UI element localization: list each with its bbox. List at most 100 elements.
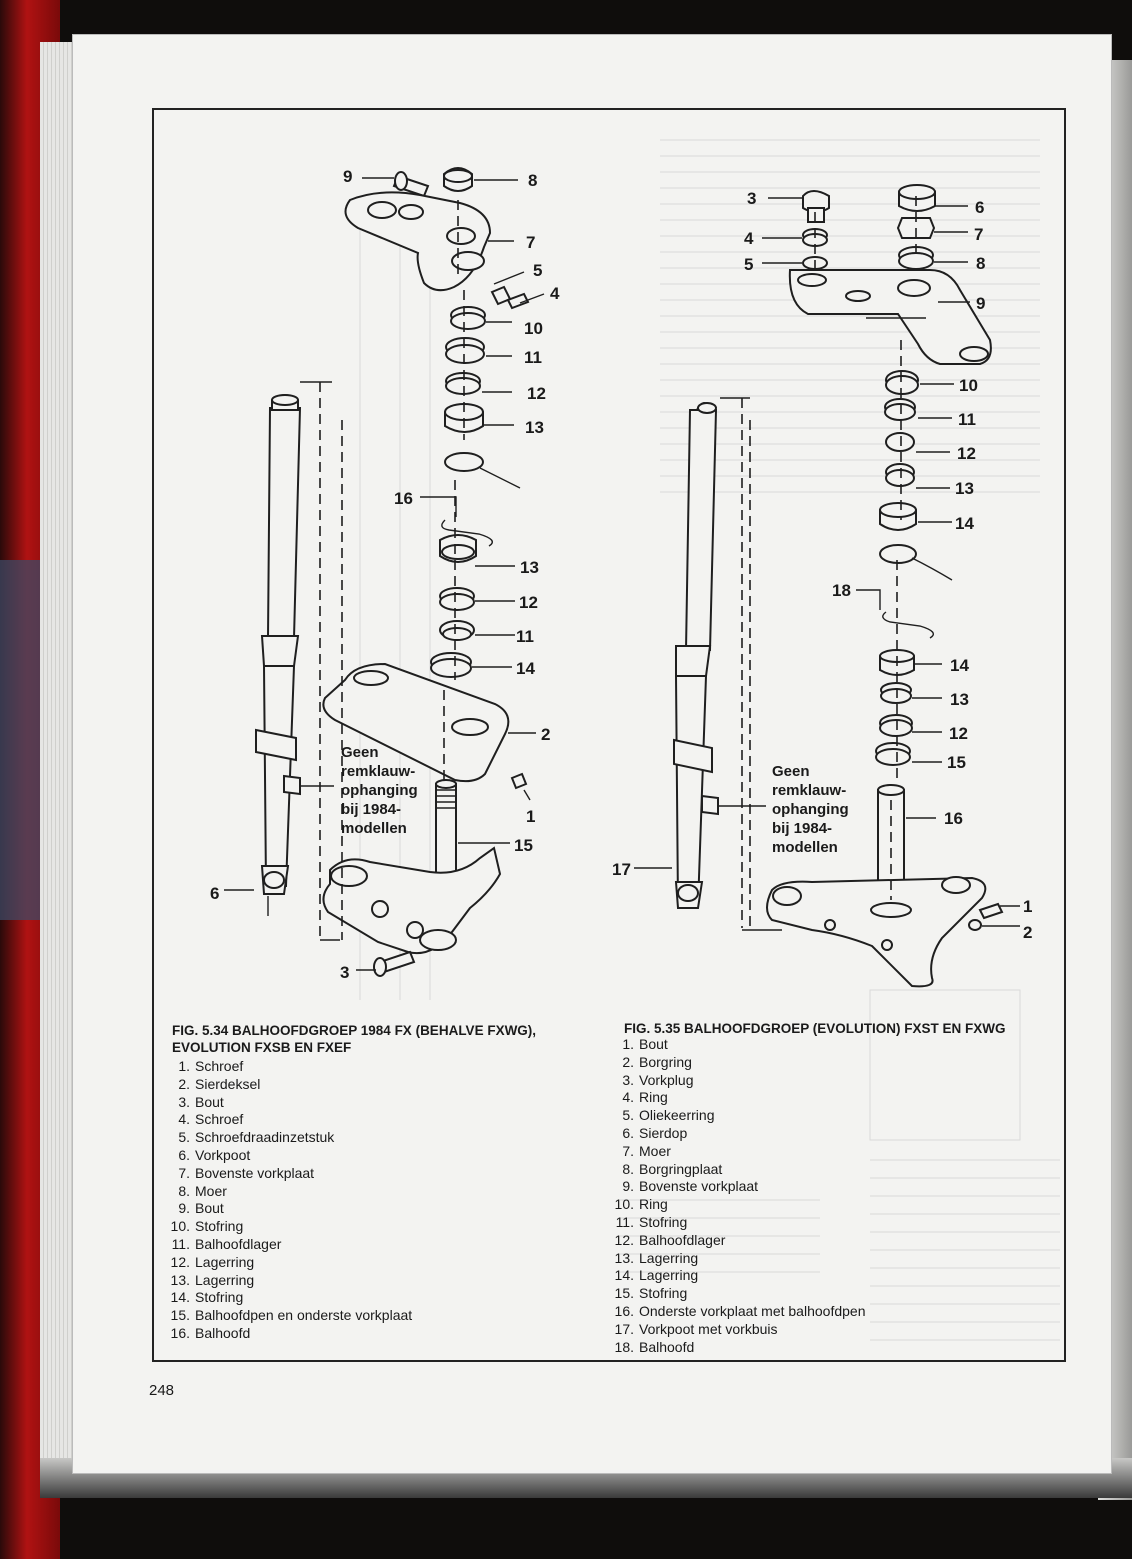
bearing-stack-lower	[430, 534, 477, 678]
legend-item: 4.Ring	[622, 1089, 668, 1106]
callout-1: 1	[526, 807, 536, 826]
callout-15: 15	[947, 753, 966, 772]
legend-item: 2.Borgring	[622, 1053, 692, 1070]
fig-535-leaders	[634, 197, 1020, 927]
fig-534-caption: FIG. 5.34 BALHOOFDGROEP 1984 FX (BEHALVE…	[172, 1022, 536, 1056]
legend-item: 15.Stofring	[614, 1285, 688, 1302]
callout-10: 10	[524, 319, 543, 338]
legend-item: 11.Stofring	[615, 1213, 688, 1230]
callout-11b: 11	[516, 627, 534, 646]
callout-7: 7	[974, 225, 984, 244]
legend-item: 13.Lagerring	[614, 1249, 699, 1266]
legend-item: 6.Sierdop	[622, 1124, 688, 1141]
callout-9: 9	[976, 294, 986, 313]
fig-535-note: Geen remklauw- ophanging bij 1984- model…	[772, 762, 849, 857]
top-yoke-9	[788, 269, 992, 365]
callout-11: 11	[524, 348, 542, 367]
bearing-stack-right-upper	[879, 370, 953, 581]
figure-frame	[152, 108, 1066, 1362]
note-line: Geen	[772, 763, 810, 780]
legend-item: 13.Lagerring	[170, 1271, 255, 1288]
callout-17: 17	[612, 860, 631, 879]
legend-item: 16.Balhoofd	[170, 1324, 251, 1341]
note-line: ophanging	[341, 782, 418, 799]
legend-item: 17.Vorkpoot met vorkbuis	[614, 1320, 778, 1337]
screw-4	[506, 292, 530, 310]
legend-item: 8.Moer	[178, 1182, 227, 1199]
legend-item: 4.Schroef	[178, 1111, 244, 1128]
legend-item: 9.Bout	[178, 1200, 224, 1217]
legend-item: 14.Lagerring	[614, 1267, 699, 1284]
callout-10: 10	[959, 376, 978, 395]
legend-item: 18.Balhoofd	[614, 1338, 695, 1355]
callout-12b: 12	[949, 724, 968, 743]
legend-item: 5.Oliekeerring	[622, 1107, 715, 1124]
legend-item: 1.Bout	[622, 1036, 668, 1052]
callout-8: 8	[976, 254, 986, 273]
note-line: bij 1984-	[772, 820, 833, 837]
bearing-stack-upper	[444, 306, 521, 489]
fig-534-note: Geen remklauw- ophanging bij 1984- model…	[341, 743, 418, 838]
stem-16	[766, 784, 987, 988]
callout-3: 3	[340, 963, 350, 982]
fig-534-leaders	[224, 177, 545, 971]
legend-item: 10.Ring	[614, 1196, 668, 1213]
legend-item: 12.Lagerring	[170, 1253, 255, 1270]
fig-535-caption: FIG. 5.35 BALHOOFDGROEP (EVOLUTION) FXST…	[624, 1020, 1006, 1037]
headstock-18	[882, 611, 934, 639]
legend-item: 7.Bovenste vorkplaat	[178, 1164, 315, 1181]
page-number: 248	[149, 1382, 175, 1399]
note-line: Geen	[341, 744, 379, 761]
fig-534-drawing	[255, 167, 530, 977]
note-line: ophanging	[772, 801, 849, 818]
callout-14: 14	[516, 659, 535, 678]
legend-item: 5.Schroefdraadinzetstuk	[178, 1129, 335, 1146]
callout-1: 1	[1023, 897, 1033, 916]
stem-15	[322, 779, 502, 954]
callout-4: 4	[550, 284, 560, 303]
callout-13: 13	[525, 418, 544, 437]
callout-18: 18	[832, 581, 851, 600]
legend-item: 12.Balhoofdlager	[614, 1231, 726, 1248]
callout-14b: 14	[950, 656, 969, 675]
legend-item: 2.Sierdeksel	[178, 1075, 261, 1092]
legend-item: 14.Stofring	[170, 1289, 244, 1306]
callout-11: 11	[958, 410, 976, 429]
callout-9: 9	[343, 167, 353, 186]
bearing-stack-right-lower	[875, 649, 915, 766]
callout-7: 7	[526, 233, 536, 252]
legend-item: 11.Balhoofdlager	[171, 1235, 282, 1252]
note-line: bij 1984-	[341, 801, 402, 818]
callout-2: 2	[541, 725, 551, 744]
callout-5: 5	[533, 261, 543, 280]
legend-item: 6.Vorkpoot	[178, 1146, 251, 1163]
insert-5	[490, 285, 512, 306]
cover-2	[322, 662, 510, 783]
caption-line: EVOLUTION FXSB EN FXEF	[172, 1040, 352, 1055]
note-line: modellen	[341, 820, 407, 837]
background-object	[0, 560, 40, 920]
callout-13: 13	[955, 479, 974, 498]
callout-16: 16	[944, 809, 963, 828]
callout-12b: 12	[519, 593, 538, 612]
caption-line: FIG. 5.34 BALHOOFDGROEP 1984 FX (BEHALVE…	[172, 1023, 537, 1038]
headstock-16	[441, 519, 493, 547]
fork-leg-17	[673, 402, 719, 909]
fork-leg-6	[255, 394, 302, 916]
note-line: modellen	[772, 839, 838, 856]
legend-item: 3.Bout	[178, 1093, 224, 1110]
caption-line: FIG. 5.35 BALHOOFDGROEP (EVOLUTION) FXST…	[624, 1021, 1006, 1036]
callout-12: 12	[527, 384, 546, 403]
callout-6: 6	[210, 884, 220, 903]
callout-15: 15	[514, 836, 533, 855]
callout-6: 6	[975, 198, 985, 217]
note-line: remklauw-	[772, 782, 847, 799]
fig-534-legend: 1.Schroef 2.Sierdeksel 3.Bout 4.Schroef …	[168, 1058, 413, 1343]
legend-item: 9.Bovenste vorkplaat	[622, 1178, 759, 1195]
fig-535-drawing	[673, 184, 1004, 988]
legend-item: 8.Borgringplaat	[622, 1160, 723, 1177]
legend-item: 3.Vorkplug	[622, 1071, 694, 1088]
callout-13b: 13	[950, 690, 969, 709]
